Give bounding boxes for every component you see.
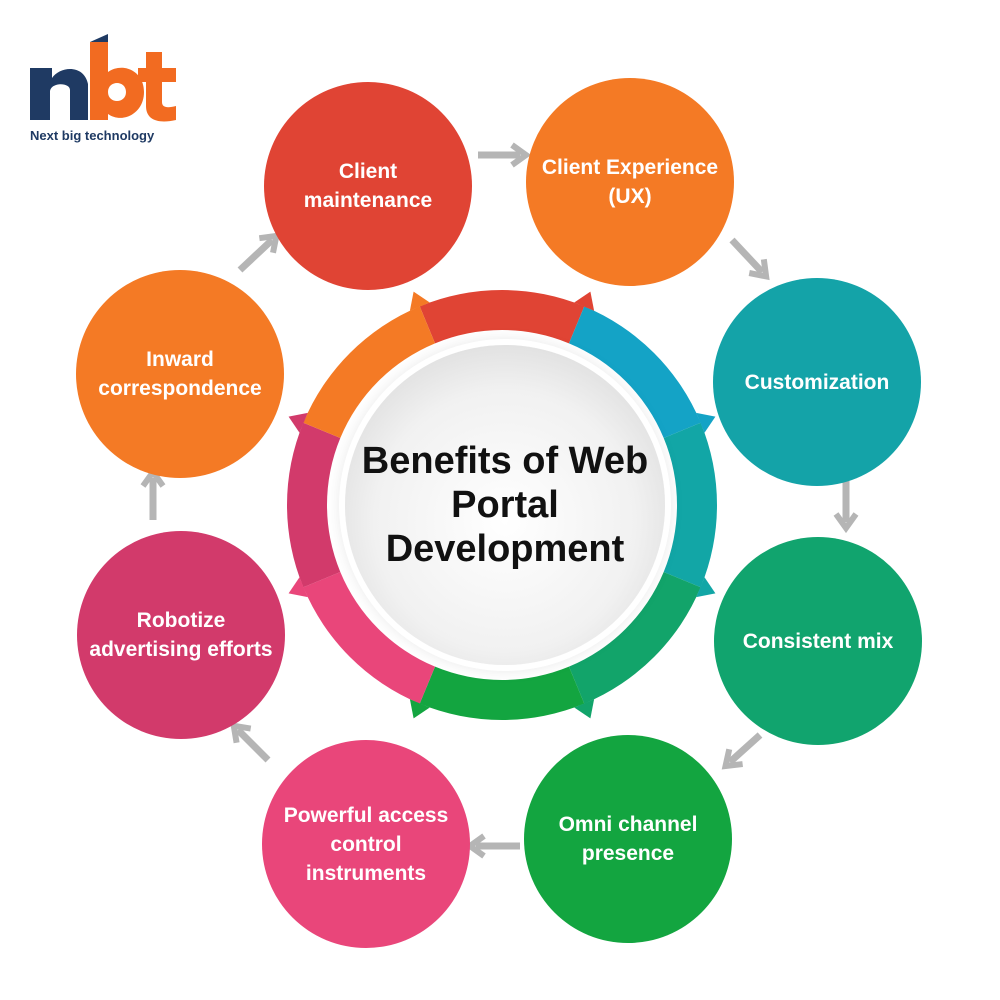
node-label: Consistent mix bbox=[742, 629, 894, 653]
node-label: Omni channel presence bbox=[558, 813, 698, 865]
flow-arrow bbox=[464, 833, 520, 859]
flow-arrow bbox=[833, 478, 859, 534]
flow-arrow bbox=[721, 732, 763, 770]
node-label: Client maintenance bbox=[303, 160, 433, 212]
ring-segment bbox=[287, 422, 341, 588]
ring-notch bbox=[574, 699, 595, 719]
node-client-experience: Client Experience (UX) bbox=[526, 78, 734, 286]
flow-arrow bbox=[230, 722, 271, 763]
ring-notch bbox=[574, 291, 595, 311]
flow-arrow bbox=[237, 232, 281, 273]
node-client-maintenance: Client maintenance bbox=[264, 82, 472, 290]
node-inward-correspondence: Inward correspondence bbox=[76, 270, 284, 478]
logo-tagline: Next big technology bbox=[30, 128, 155, 143]
flow-arrow bbox=[729, 237, 770, 281]
node-omni-channel-presence: Omni channel presence bbox=[524, 735, 732, 943]
ring-notch bbox=[696, 412, 716, 433]
ring-segment bbox=[663, 422, 717, 588]
ring-segment bbox=[419, 666, 585, 720]
ring-segment bbox=[419, 290, 585, 344]
node-label: Inward correspondence bbox=[98, 348, 262, 400]
flow-arrow bbox=[478, 142, 532, 168]
node-robotize-advertising: Robotize advertising efforts bbox=[77, 531, 285, 739]
node-label: Robotize advertising efforts bbox=[89, 609, 273, 661]
ring-notch bbox=[409, 699, 430, 719]
node-consistent-mix: Consistent mix bbox=[714, 537, 922, 745]
node-label: Powerful access control instruments bbox=[283, 803, 449, 885]
ring-notch bbox=[409, 291, 430, 311]
ring-segment bbox=[303, 306, 436, 439]
node-access-control: Powerful access control instruments bbox=[262, 740, 470, 948]
center-title: Benefits of Web Portal Development bbox=[361, 440, 649, 570]
flow-arrow bbox=[140, 466, 166, 520]
node-label: Customization bbox=[744, 370, 890, 394]
ring-segment bbox=[568, 571, 701, 704]
ring-notch bbox=[288, 577, 308, 598]
ring-notch bbox=[696, 577, 716, 598]
nbt-logo bbox=[30, 34, 176, 122]
ring-notch bbox=[288, 412, 308, 433]
node-label: Client Experience (UX) bbox=[541, 156, 719, 208]
center-disc: Benefits of Web Portal Development bbox=[345, 345, 665, 665]
ring-segment bbox=[303, 571, 436, 704]
node-customization: Customization bbox=[713, 278, 921, 486]
ring-segment bbox=[568, 306, 701, 439]
